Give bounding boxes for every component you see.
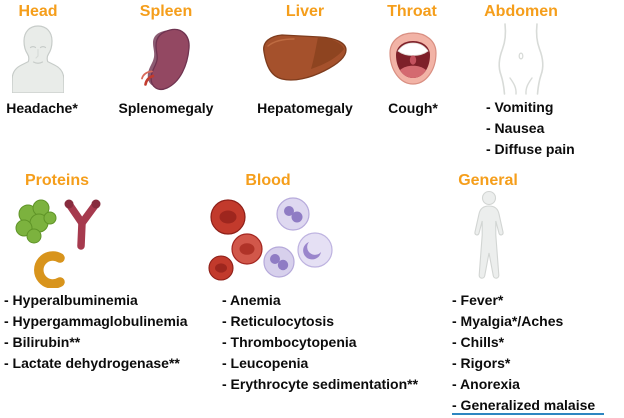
list-item: - Rigors*	[452, 355, 511, 371]
spleen-symptom: Splenomegaly	[118, 100, 214, 116]
proteins-symptom-list: - Hyperalbuminemia - Hypergammaglobuline…	[4, 290, 188, 374]
throat-symptom: Cough*	[388, 100, 438, 116]
blood-symptom-list: - Anemia - Reticulocytosis - Thrombocyto…	[222, 290, 418, 395]
list-item: - Chills*	[452, 334, 505, 350]
spleen-icon	[140, 27, 192, 93]
section-title-proteins: Proteins	[24, 172, 89, 189]
list-item: - Generalized malaise	[452, 397, 596, 413]
abdomen-symptom-list: - Vomiting - Nausea - Diffuse pain	[486, 97, 575, 160]
section-title-liver: Liver	[285, 3, 325, 20]
liver-symptom: Hepatomegaly	[257, 100, 353, 116]
general-symptom-list: - Fever* - Myalgia*/Aches - Chills* - Ri…	[452, 290, 595, 416]
list-item: - Hypergammaglobulinemia	[4, 313, 188, 329]
section-title-blood: Blood	[245, 172, 291, 189]
section-title-spleen: Spleen	[139, 3, 193, 20]
list-item: - Leucopenia	[222, 355, 309, 371]
list-item: - Anorexia	[452, 376, 520, 392]
list-item: - Vomiting	[486, 99, 554, 115]
liver-icon	[258, 32, 352, 88]
section-title-head: Head	[18, 3, 58, 20]
proteins-icon	[8, 196, 113, 288]
list-item: - Anemia	[222, 292, 281, 308]
list-item: - Diffuse pain	[486, 141, 575, 157]
abdomen-icon	[495, 23, 547, 95]
list-item: - Hyperalbuminemia	[4, 292, 138, 308]
general-body-icon	[468, 190, 510, 290]
section-title-general: General	[458, 172, 518, 189]
list-item: - Fever*	[452, 292, 504, 308]
throat-icon	[386, 30, 440, 88]
list-item: - Nausea	[486, 120, 545, 136]
list-item: - Myalgia*/Aches	[452, 313, 564, 329]
list-item: - Bilirubin**	[4, 334, 81, 350]
list-item: - Erythrocyte sedimentation**	[222, 376, 419, 392]
head-symptom: Headache*	[6, 100, 78, 116]
bottom-accent-line	[452, 413, 604, 415]
head-icon	[12, 25, 64, 93]
list-item: - Lactate dehydrogenase**	[4, 355, 180, 371]
list-item: - Reticulocytosis	[222, 313, 335, 329]
section-title-abdomen: Abdomen	[484, 3, 558, 20]
blood-cells-icon	[205, 194, 335, 289]
section-title-throat: Throat	[387, 3, 437, 20]
list-item: - Thrombocytopenia	[222, 334, 357, 350]
